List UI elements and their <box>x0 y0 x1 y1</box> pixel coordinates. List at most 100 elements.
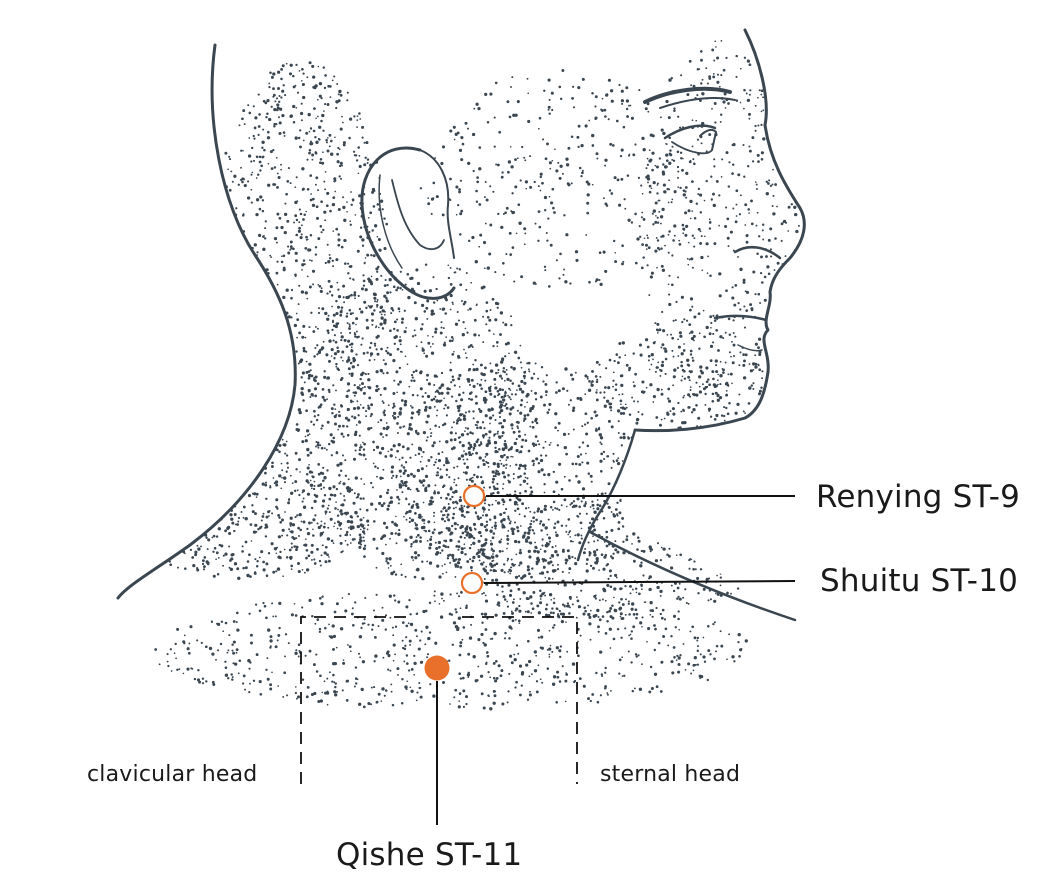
stipple-dot <box>627 437 631 440</box>
stipple-dot <box>662 163 665 166</box>
stipple-dot <box>780 222 784 226</box>
stipple-dot <box>450 395 454 398</box>
stipple-dot <box>648 159 652 163</box>
stipple-dot <box>290 530 294 534</box>
stipple-dot <box>294 84 297 87</box>
stipple-dot <box>293 489 297 493</box>
stipple-dot <box>260 164 264 168</box>
stipple-dot <box>393 379 396 382</box>
stipple-dot <box>656 221 660 224</box>
stipple-dot <box>395 542 398 545</box>
stipple-dot <box>452 501 455 504</box>
stipple-dot <box>486 266 490 270</box>
stipple-dot <box>708 383 711 387</box>
stipple-dot <box>328 145 331 148</box>
stipple-dot <box>632 613 636 616</box>
stipple-dot <box>531 442 535 446</box>
stipple-dot <box>483 578 486 580</box>
stipple-dot <box>233 382 237 385</box>
stipple-dot <box>425 486 428 489</box>
stipple-dot <box>350 293 353 297</box>
stipple-dot <box>518 551 523 555</box>
stipple-dot <box>325 353 329 357</box>
stipple-dot <box>372 205 376 208</box>
stipple-dot <box>317 283 320 286</box>
stipple-dot <box>312 75 316 79</box>
stipple-dot <box>238 124 241 127</box>
stipple-dot <box>393 404 396 408</box>
stipple-dot <box>367 305 370 307</box>
stipple-dot <box>633 463 636 466</box>
stipple-dot <box>333 177 337 181</box>
stipple-dot <box>256 251 259 254</box>
stipple-dot <box>320 346 325 350</box>
stipple-dot <box>320 97 323 100</box>
stipple-dot <box>602 516 606 520</box>
stipple-dot <box>689 386 692 388</box>
stipple-dot <box>456 523 459 526</box>
stipple-dot <box>629 584 632 588</box>
stipple-dot <box>326 507 329 510</box>
stipple-dot <box>341 164 343 167</box>
stipple-dot <box>442 327 445 330</box>
stipple-dot <box>492 477 495 481</box>
stipple-dot <box>354 335 357 338</box>
stipple-dot <box>315 670 319 673</box>
stipple-dot <box>302 95 306 100</box>
stipple-dot <box>316 344 319 347</box>
stipple-dot <box>709 315 713 319</box>
stipple-dot <box>330 539 334 543</box>
stipple-dot <box>451 378 455 382</box>
stipple-dot <box>630 630 633 633</box>
stipple-dot <box>489 392 493 396</box>
stipple-dot <box>327 279 331 283</box>
stipple-dot <box>284 213 288 216</box>
stipple-dot <box>495 677 499 680</box>
stipple-dot <box>508 593 513 597</box>
stipple-dot <box>264 483 268 487</box>
stipple-dot <box>259 195 263 199</box>
stipple-dot <box>423 529 426 532</box>
stipple-dot <box>416 489 420 493</box>
stipple-dot <box>317 237 321 241</box>
stipple-dot <box>449 438 453 442</box>
stipple-dot <box>490 492 493 496</box>
stipple-dot <box>657 199 660 202</box>
stipple-dot <box>264 526 267 529</box>
stipple-dot <box>424 488 427 491</box>
stipple-dot <box>572 428 575 431</box>
stipple-dot <box>190 497 194 501</box>
stipple-dot <box>344 416 348 420</box>
stipple-dot <box>543 483 546 486</box>
stipple-dot <box>468 383 472 386</box>
stipple-dot <box>441 451 444 454</box>
stipple-dot <box>449 561 452 564</box>
stipple-dot <box>484 456 487 458</box>
stipple-dot <box>580 537 583 540</box>
stipple-dot <box>619 154 623 158</box>
stipple-dot <box>308 151 311 155</box>
stipple-dot <box>216 205 220 209</box>
stipple-dot <box>278 216 282 220</box>
stipple-dot <box>390 690 393 693</box>
stipple-dot <box>627 218 631 222</box>
stipple-dot <box>458 188 461 191</box>
stipple-dot <box>670 283 674 287</box>
stipple-dot <box>647 627 651 631</box>
stipple-dot <box>458 409 461 412</box>
stipple-dot <box>238 357 241 360</box>
stipple-dot <box>507 517 509 520</box>
stipple-dot <box>316 522 319 525</box>
stipple-dot <box>312 283 315 286</box>
stipple-dot <box>229 313 232 316</box>
stipple-dot <box>469 443 473 447</box>
stipple-dot <box>523 414 527 418</box>
stipple-dot <box>699 653 702 656</box>
stipple-dot <box>617 457 620 460</box>
stipple-dot <box>223 256 226 259</box>
stipple-dot <box>270 329 273 332</box>
stipple-dot <box>691 305 694 308</box>
stipple-dot <box>493 434 496 437</box>
stipple-dot <box>217 184 220 187</box>
stipple-dot <box>433 491 437 495</box>
